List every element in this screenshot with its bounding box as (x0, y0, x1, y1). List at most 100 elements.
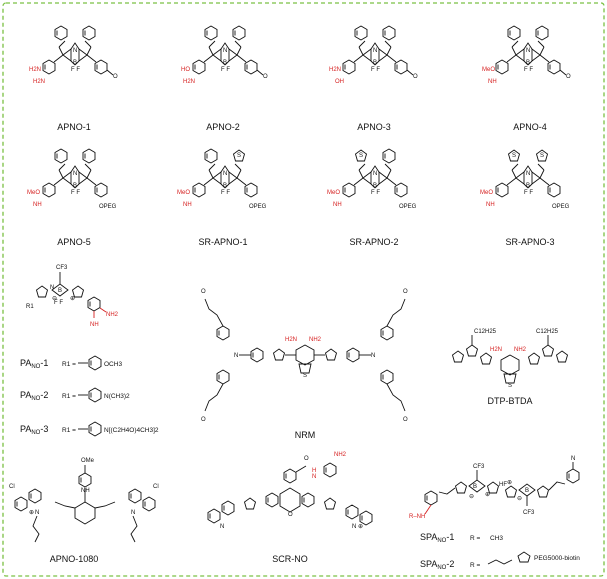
atom-cl: Cl (153, 484, 159, 490)
atom-opeg: OPEG (399, 204, 417, 210)
atom-opeg: OPEG (552, 204, 570, 210)
structure-apno-4: N B F F O MeO NH (482, 25, 571, 85)
atom-o: O (403, 289, 408, 295)
atom-s: S (512, 153, 516, 159)
structure-sr-apno-2: S N B F F OPEG MeO NH (327, 148, 417, 210)
label-apno-5: APNO-5 (57, 237, 91, 247)
atom-minus: ⊖ (469, 494, 474, 500)
pa-no-2-r1: R1 = (62, 393, 76, 400)
atom-o: O (288, 512, 293, 518)
atom-n: N (373, 48, 377, 54)
atom-b: B (58, 288, 62, 294)
structure-nrm: S H2N NH2 N N O O O O (201, 289, 408, 423)
label-scr-no: SCR-NO (272, 554, 308, 564)
atom-cl: Cl (9, 484, 15, 490)
atom-opeg: OPEG (99, 204, 117, 210)
atom-b: B (73, 60, 77, 66)
atom-f: F F (371, 67, 380, 73)
atom-nh: NH (33, 202, 42, 208)
atom-s: S (359, 153, 363, 159)
structure-dtp-btda: S H2N NH2 C12H25 C12H25 (452, 329, 568, 389)
atom-plus: ⊕ (507, 480, 512, 486)
atom-s: S (540, 153, 544, 159)
label-apno-1: APNO-1 (57, 122, 91, 132)
atom-nh2: NH2 (106, 312, 119, 318)
atom-h2n: H2N (329, 67, 341, 73)
atom-nh2: NH2 (514, 347, 527, 353)
atom-o: O (403, 417, 408, 423)
atom-n: N (526, 48, 530, 54)
atom-s: S (237, 153, 241, 159)
pa-no-1-name: PANO-1 (20, 358, 48, 370)
atom-b: B (526, 60, 530, 66)
atom-n: N (373, 171, 377, 177)
atom-meo: MeO (27, 190, 40, 196)
atom-h2n: H2N (29, 67, 41, 73)
atom-meo: MeO (177, 190, 190, 196)
atom-s: S (508, 383, 512, 389)
label-apno-3: APNO-3 (357, 122, 391, 132)
spa-no-1-row: SPANO-1 R = CH3 (420, 532, 503, 544)
pa-no-1-group: OCH3 (104, 361, 122, 368)
atom-n: N (312, 474, 316, 480)
atom-n: N (371, 353, 375, 359)
atom-nh: NH (486, 202, 495, 208)
label-dtp-btda: DTP-BTDA (488, 396, 533, 406)
atom-hf: HF (499, 482, 507, 488)
label-apno-2: APNO-2 (206, 122, 240, 132)
pa-no-1-r1: R1 = (62, 361, 76, 368)
structure-apno-1080: OMe NH Cl Cl N ⊕ N (9, 458, 159, 543)
atom-n-plus: N (35, 510, 39, 516)
atom-plus: ⊕ (358, 524, 363, 530)
atom-meo: MeO (480, 190, 493, 196)
atom-n: N (131, 510, 135, 516)
atom-ome: OMe (81, 458, 95, 464)
atom-cf3: CF3 (473, 464, 485, 470)
atom-f: F F (524, 67, 533, 73)
structure-apno-2: N B F F O HO H2N (181, 25, 268, 85)
atom-oh: OH (335, 79, 344, 85)
atom-plus: ⊕ (70, 296, 75, 302)
spa-no-1-name: SPANO-1 (420, 532, 454, 544)
atom-plus: ⊕ (29, 510, 34, 516)
label-sr-apno-3: SR-APNO-3 (505, 237, 554, 247)
spa-no-2-row: SPANO-2 R = PEG5000-biotin (420, 551, 580, 571)
atom-n: N (223, 48, 227, 54)
atom-cf3: CF3 (56, 265, 68, 271)
label-apno-1080: APNO-1080 (50, 554, 99, 564)
spa-no-1-group: CH3 (490, 535, 503, 542)
atom-b: B (373, 60, 377, 66)
atom-o: O (413, 74, 418, 80)
atom-meo: MeO (327, 190, 340, 196)
atom-nh: NH (488, 79, 497, 85)
atom-r1: R1 (26, 304, 34, 310)
atom-b: B (223, 183, 227, 189)
label-nrm: NRM (295, 430, 316, 440)
atom-ho: HO (181, 67, 190, 73)
atom-f: F F (221, 67, 230, 73)
pa-no-3-row: PANO-3 R1 = N[(C2H4O)4CH3]2 (20, 421, 159, 437)
atom-nh: NH (333, 202, 342, 208)
spa-no-1-r: R = (470, 535, 481, 542)
atom-b: B (525, 488, 529, 494)
atom-n: N (73, 171, 77, 177)
atom-nh: NH (81, 488, 90, 494)
atom-b: B (526, 183, 530, 189)
atom-c12h25: C12H25 (536, 329, 559, 335)
atom-n: N (234, 353, 238, 359)
atom-f: F F (524, 190, 533, 196)
atom-n: N (223, 171, 227, 177)
structure-pa-no: CF3 B N F F R1 ⊖ ⊕ NH2 NH (26, 265, 119, 328)
atom-h2n: H2N (490, 347, 502, 353)
spa-no-2-r: R = (470, 562, 481, 569)
atom-f: F F (371, 190, 380, 196)
atom-o: O (304, 456, 309, 462)
atom-f: F F (71, 67, 80, 73)
label-sr-apno-2: SR-APNO-2 (349, 237, 398, 247)
pa-no-2-row: PANO-2 R1 = N(CH3)2 (20, 387, 130, 403)
atom-nh: NH (90, 322, 99, 328)
atom-cf3: CF3 (523, 510, 535, 516)
atom-f: F F (221, 190, 230, 196)
atom-n: N (526, 171, 530, 177)
atom-minus: ⊖ (517, 496, 522, 502)
